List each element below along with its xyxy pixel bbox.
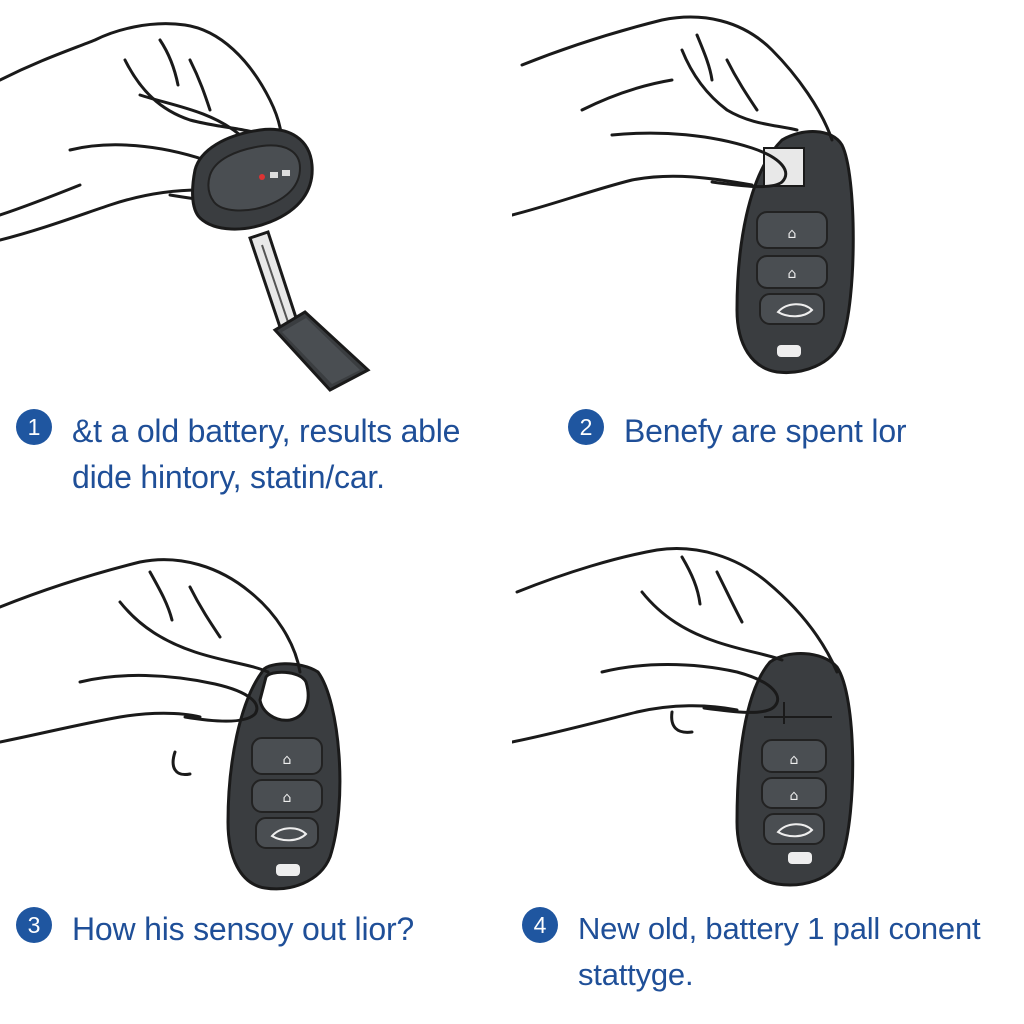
step-number-badge: 3 <box>16 907 52 943</box>
step-4-panel: ⌂ ⌂ 4 New old, battery 1 pall conent sta… <box>512 512 1024 1024</box>
step-2: 2 Benefy are spent lor <box>568 408 907 454</box>
svg-text:⌂: ⌂ <box>790 752 799 768</box>
svg-text:⌂: ⌂ <box>283 790 292 806</box>
step-4: 4 New old, battery 1 pall conent stattyg… <box>522 906 981 998</box>
svg-text:⌂: ⌂ <box>788 266 797 282</box>
svg-text:⌂: ⌂ <box>788 226 797 242</box>
step-1: 1 &t a old battery, results able dide hi… <box>16 408 460 500</box>
caption-line: New old, battery 1 pall conent <box>578 911 981 946</box>
step-3: 3 How his sensoy out lior? <box>16 906 414 952</box>
hand-pressing-fob-icon: ⌂ ⌂ <box>512 547 855 887</box>
step-number-badge: 4 <box>522 907 558 943</box>
caption-line: Benefy are spent lor <box>624 413 907 449</box>
hand-holding-fob-icon: ⌂ ⌂ <box>0 558 342 891</box>
caption-line: &t a old battery, results able <box>72 413 461 449</box>
step-caption: &t a old battery, results able dide hint… <box>72 408 460 500</box>
caption-line: stattyge. <box>578 957 694 992</box>
svg-text:⌂: ⌂ <box>790 788 799 804</box>
svg-text:⌂: ⌂ <box>283 752 292 768</box>
step-number-badge: 1 <box>16 409 52 445</box>
step-2-panel: ⌂ ⌂ 2 Benefy are spent lor <box>512 0 1024 512</box>
caption-line: How his sensoy out lior? <box>72 911 415 947</box>
step-caption: How his sensoy out lior? <box>72 906 414 952</box>
step-number-badge: 2 <box>568 409 604 445</box>
step-3-panel: ⌂ ⌂ 3 How his sensoy out lior? <box>0 512 512 1024</box>
step-caption: Benefy are spent lor <box>624 408 907 454</box>
step-1-panel: 1 &t a old battery, results able dide hi… <box>0 0 512 512</box>
caption-line: dide hintory, statin/car. <box>72 459 385 495</box>
hand-opening-fob-icon: ⌂ ⌂ <box>512 15 855 375</box>
step-caption: New old, battery 1 pall conent stattyge. <box>578 906 981 998</box>
hand-holding-key-icon <box>0 22 371 392</box>
